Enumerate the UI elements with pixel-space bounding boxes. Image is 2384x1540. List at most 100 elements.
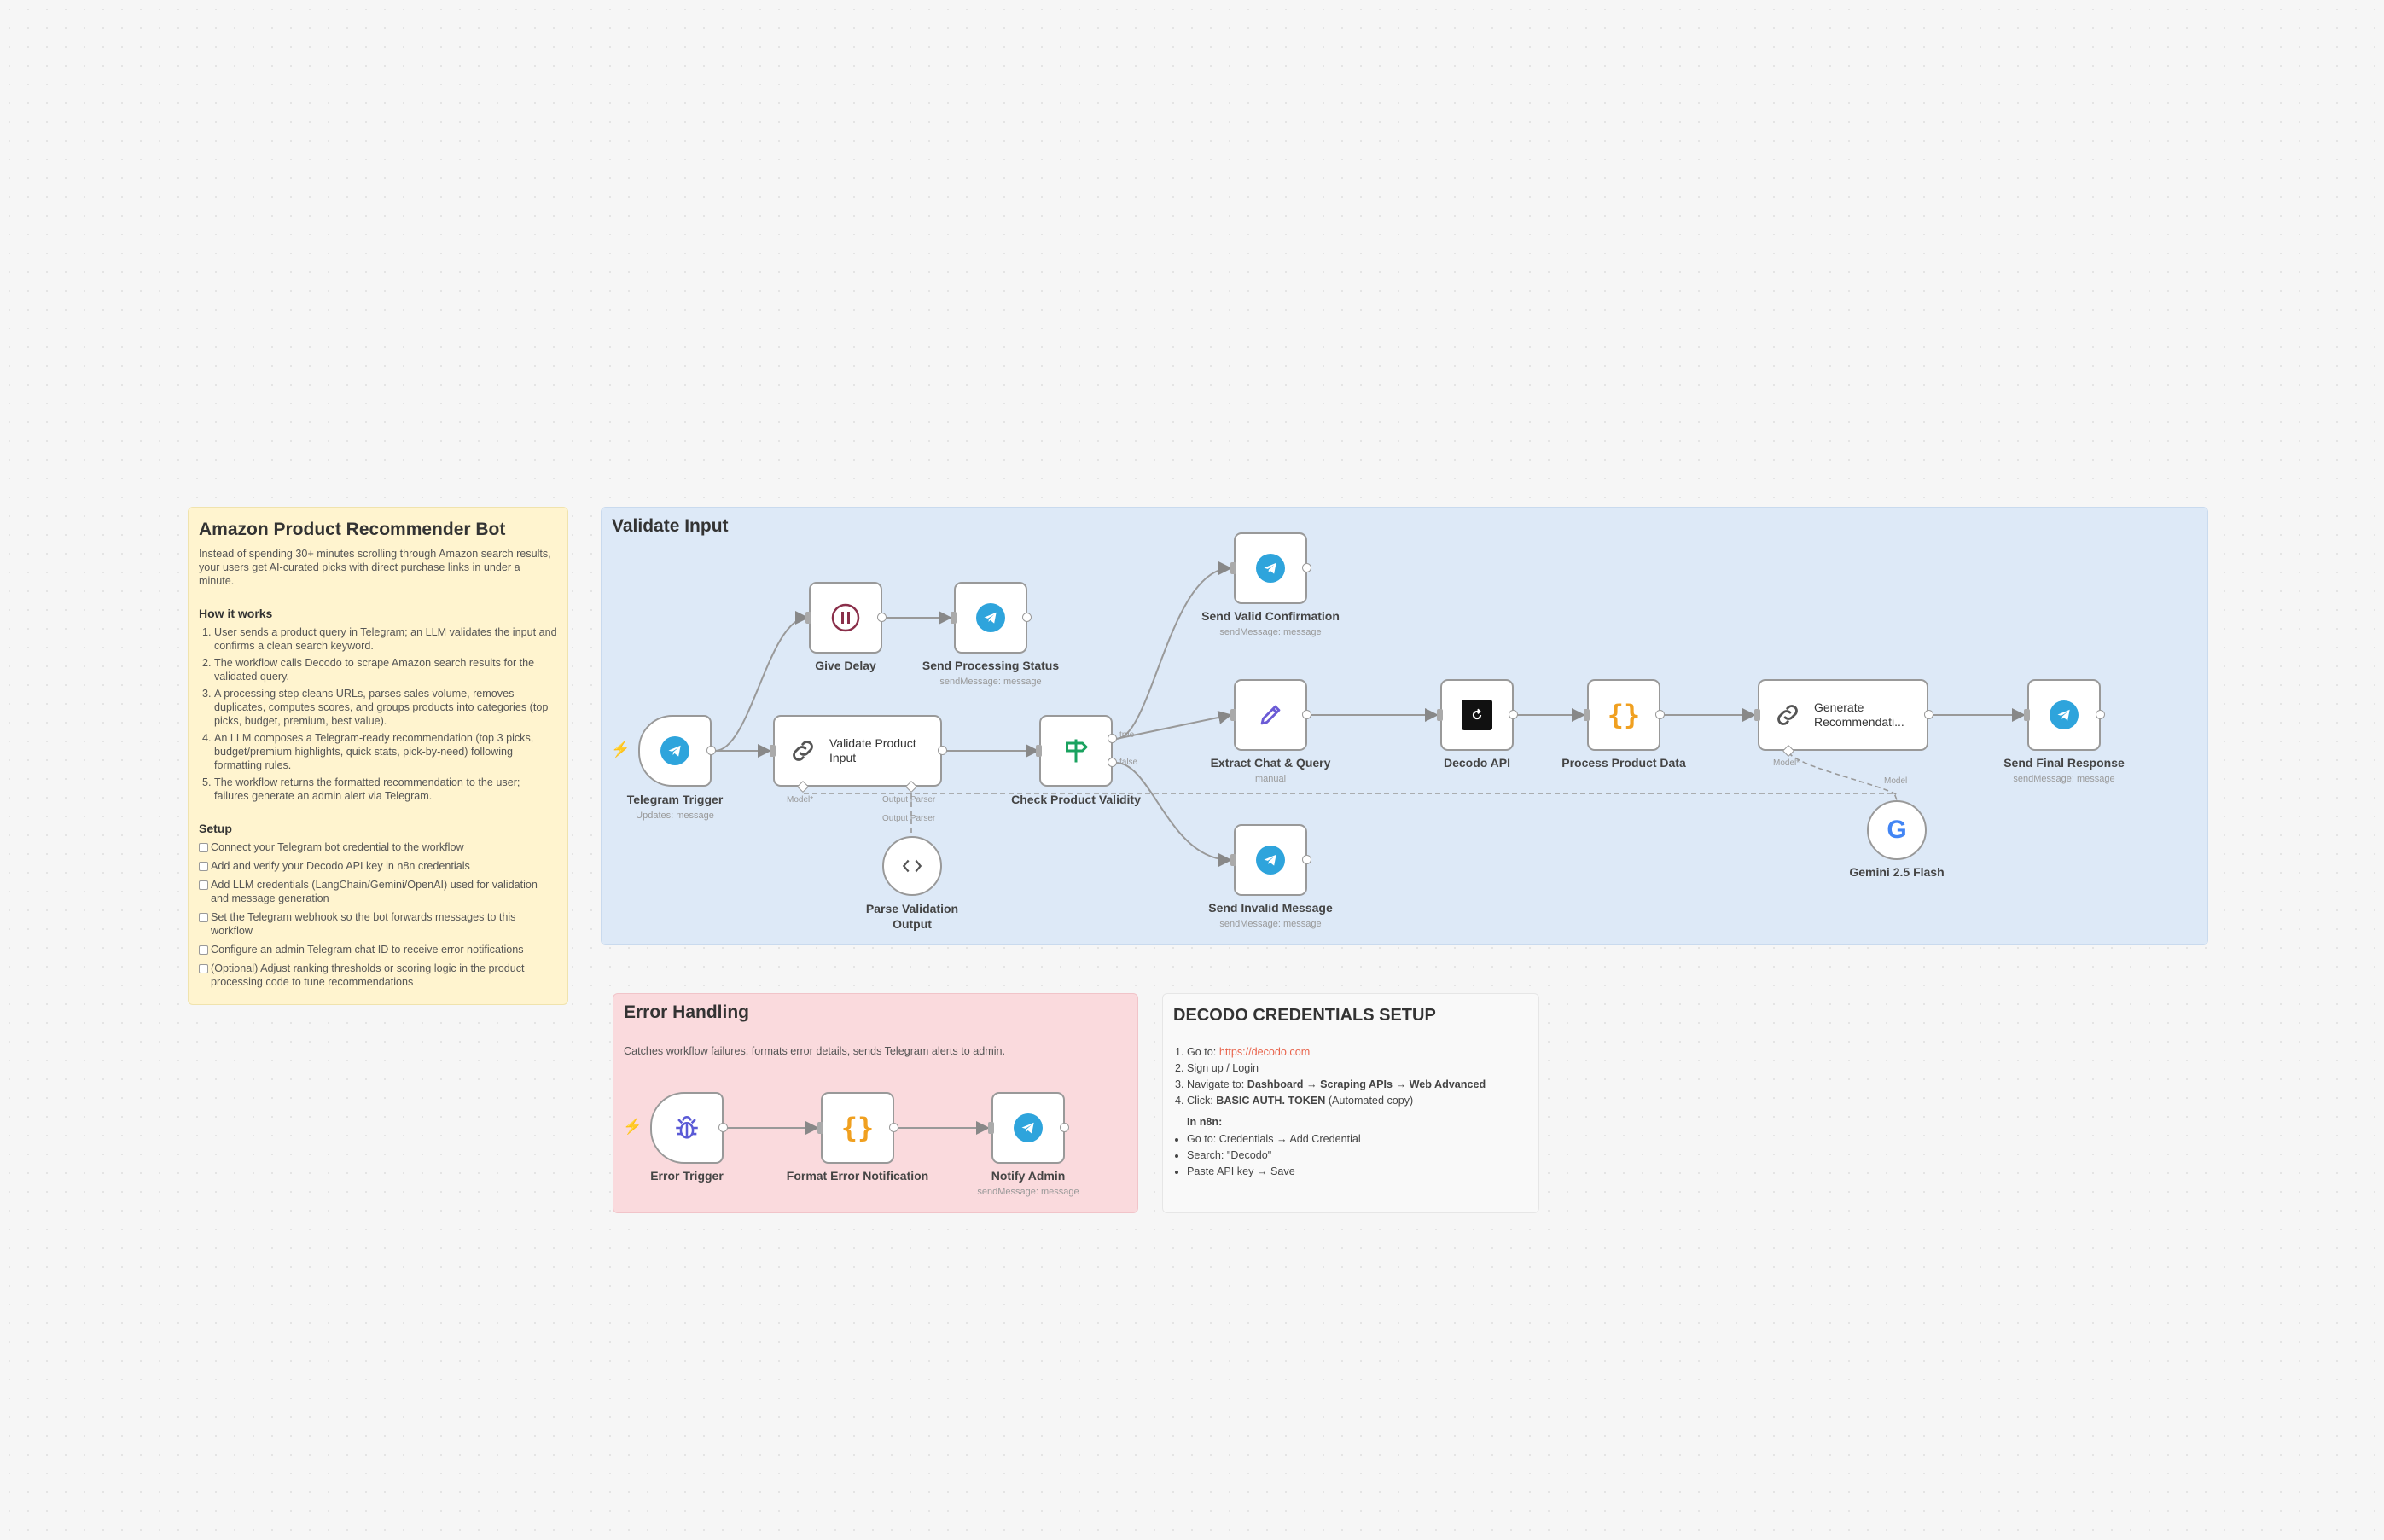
process-product-data-node[interactable]: {} [1587,679,1660,751]
input-port[interactable] [1584,709,1590,721]
checkbox[interactable] [199,880,208,890]
node-label: Give Delay [815,659,876,672]
input-port[interactable] [817,1122,823,1134]
input-port[interactable] [2024,709,2030,721]
output-port[interactable] [889,1123,898,1132]
checkbox[interactable] [199,913,208,922]
port-label: Model* [787,795,814,805]
input-port[interactable] [1230,562,1236,574]
code-brackets-icon [902,859,922,873]
output-port[interactable] [938,746,947,755]
send-processing-status-node[interactable] [954,582,1027,654]
input-port[interactable] [1230,854,1236,866]
checklist-item[interactable]: Set the Telegram webhook so the bot forw… [199,910,557,938]
checklist-label: Set the Telegram webhook so the bot forw… [211,911,516,937]
port-label: true [1119,730,1135,740]
trigger-bolt-icon: ⚡ [611,741,631,758]
list-item: Navigate to: Dashboard → Scraping APIs →… [1187,1077,1528,1093]
send-invalid-message-node[interactable] [1234,824,1307,896]
how-it-works-heading: How it works [199,607,273,620]
telegram-trigger-node[interactable] [638,715,712,787]
output-port[interactable] [718,1123,728,1132]
input-port[interactable] [770,745,776,757]
parse-validation-output-node[interactable] [882,836,942,896]
bug-icon [676,1115,698,1139]
output-port[interactable] [1022,613,1032,622]
node-label: Check Product Validity [1011,793,1141,806]
output-port[interactable] [1302,855,1311,864]
error-handling-desc: Catches workflow failures, formats error… [624,1045,1006,1057]
output-port-true[interactable] [1108,734,1117,743]
output-port[interactable] [1924,710,1933,719]
output-port[interactable] [1509,710,1518,719]
port-label: Output Parser [882,795,936,805]
sticky-note-overview[interactable]: Amazon Product Recommender Bot Instead o… [188,507,568,1005]
node-label: Decodo API [1443,756,1511,770]
list-item: Go to: https://decodo.com [1187,1044,1528,1061]
checklist-item[interactable]: Add LLM credentials (LangChain/Gemini/Op… [199,878,557,905]
link-icon [793,741,813,761]
google-icon: G [1887,816,1907,844]
node-label: Notify Admin [991,1169,1066,1183]
validate-input-title: Validate Input [612,516,729,536]
step-text: Navigate to: [1187,1078,1247,1090]
node-label: Send Processing Status [922,659,1060,672]
send-final-response-node[interactable] [2027,679,2101,751]
error-trigger-node[interactable] [650,1092,724,1164]
input-port[interactable] [1437,709,1443,721]
format-error-notification-node[interactable]: {} [821,1092,894,1164]
port-label: Model [1884,776,1908,786]
give-delay-node[interactable] [809,582,882,654]
input-port[interactable] [1754,709,1760,721]
sticky-note-decodo-setup[interactable]: DECODO CREDENTIALS SETUP Go to: https://… [1162,993,1539,1213]
checkbox[interactable] [199,964,208,973]
extract-chat-query-node[interactable] [1234,679,1307,751]
check-product-validity-node[interactable] [1039,715,1113,787]
output-port[interactable] [706,746,716,755]
output-port[interactable] [1302,710,1311,719]
output-port-false[interactable] [1108,758,1117,767]
output-port[interactable] [1655,710,1665,719]
telegram-icon [2050,700,2079,729]
gemini-flash-node[interactable]: G [1867,800,1927,860]
send-valid-confirmation-node[interactable] [1234,532,1307,604]
output-port[interactable] [1302,563,1311,572]
input-port[interactable] [1230,709,1236,721]
checklist-item[interactable]: Configure an admin Telegram chat ID to r… [199,943,557,956]
step-text: (Automated copy) [1325,1095,1414,1107]
input-port[interactable] [988,1122,994,1134]
node-sublabel: manual [1254,774,1287,784]
node-sublabel: sendMessage: message [977,1187,1079,1197]
port-label: Output Parser [882,814,936,823]
signpost-icon [1066,739,1089,763]
decodo-api-node[interactable] [1440,679,1514,751]
telegram-icon [1014,1113,1043,1142]
node-sublabel: sendMessage: message [1219,627,1322,637]
input-port[interactable] [805,612,811,624]
telegram-icon [1256,554,1285,583]
checkbox[interactable] [199,843,208,852]
node-label: Send Valid Confirmation [1201,609,1340,623]
input-port[interactable] [951,612,957,624]
checklist-label: Add and verify your Decodo API key in n8… [211,860,470,872]
node-label: Telegram Trigger [626,793,724,806]
checklist-item[interactable]: Connect your Telegram bot credential to … [199,840,557,854]
node-label: Format Error Notification [786,1169,929,1183]
validate-product-input-node[interactable]: Validate Product Input [773,715,942,787]
notify-admin-node[interactable] [991,1092,1065,1164]
checkbox[interactable] [199,862,208,871]
input-port[interactable] [1036,745,1042,757]
output-port[interactable] [877,613,887,622]
generate-recommendation-node[interactable]: Generate Recommendati... [1758,679,1928,751]
checklist-item[interactable]: (Optional) Adjust ranking thresholds or … [199,962,557,989]
output-port[interactable] [1060,1123,1069,1132]
checkbox[interactable] [199,945,208,955]
decodo-link[interactable]: https://decodo.com [1218,1046,1311,1058]
telegram-icon [660,736,689,765]
step-bold: Dashboard → Scraping APIs → Web Advanced [1247,1078,1486,1090]
node-label: Gemini 2.5 Flash [1849,865,1945,879]
checklist-item[interactable]: Add and verify your Decodo API key in n8… [199,859,557,873]
n8n-steps: Go to: Credentials → Add Credential Sear… [1173,1131,1528,1180]
checklist-label: Connect your Telegram bot credential to … [211,841,464,853]
output-port[interactable] [2096,710,2105,719]
